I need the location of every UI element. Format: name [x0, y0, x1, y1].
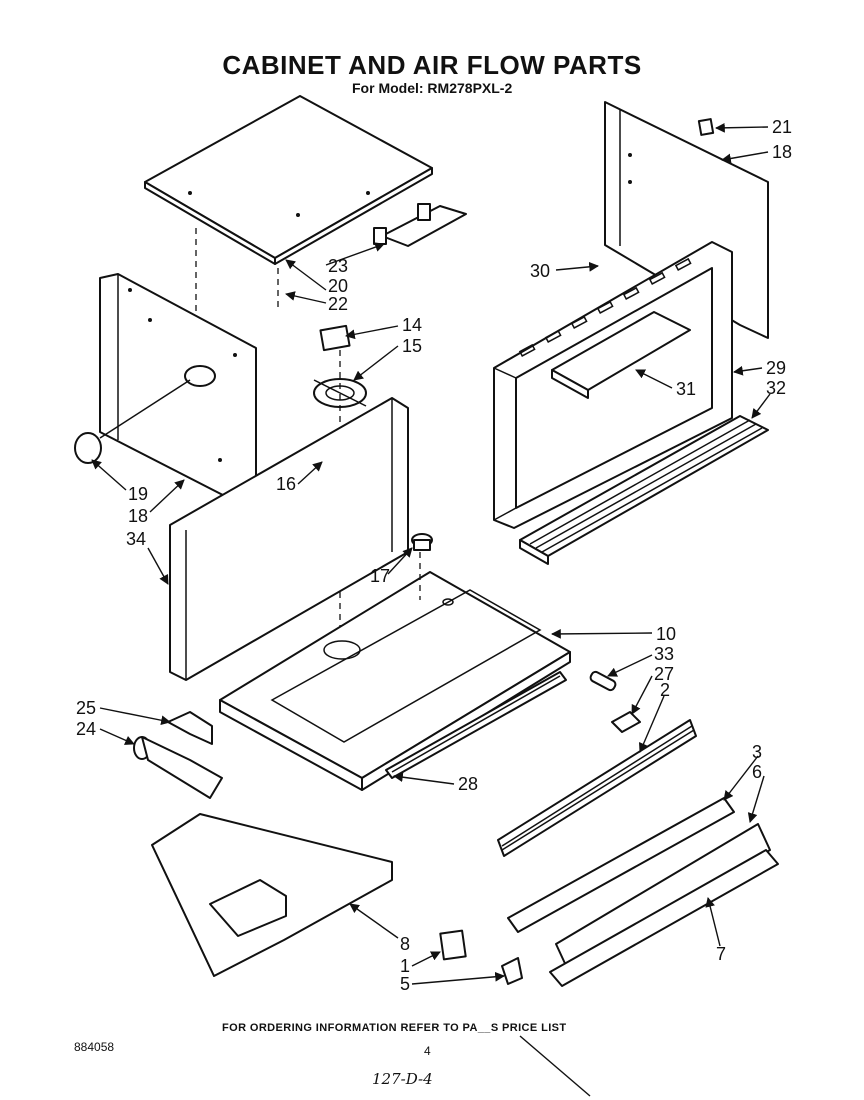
document-code: 884058 — [74, 1040, 115, 1054]
top-cover-panel — [144, 95, 433, 265]
callout-29: 29 — [766, 358, 786, 378]
clip-1 — [439, 929, 467, 961]
screen-2 — [497, 719, 697, 857]
callout-8: 8 — [400, 934, 410, 954]
callout-24: 24 — [76, 719, 96, 739]
callout-2: 2 — [660, 680, 670, 700]
callout-30: 30 — [530, 261, 550, 281]
grille-32 — [519, 415, 769, 565]
stop-5 — [501, 957, 523, 985]
back-panel-34 — [169, 397, 409, 681]
ordering-footer-note: FOR ORDERING INFORMATION REFER TO PA__S … — [222, 1022, 567, 1034]
filter-28 — [385, 671, 567, 779]
callout-31: 31 — [676, 379, 696, 399]
callout-10: 10 — [656, 624, 676, 644]
trim-strip-7 — [549, 849, 779, 987]
tube-33 — [589, 670, 617, 692]
callout-20: 20 — [328, 276, 348, 296]
callout-15: 15 — [402, 336, 422, 356]
page-number: 4 — [424, 1044, 431, 1058]
callout-7: 7 — [716, 944, 726, 964]
model-subtitle: For Model: RM278PXL-2 — [352, 80, 513, 96]
callout-6: 6 — [752, 762, 762, 782]
callout-19: 19 — [128, 484, 148, 504]
clip-21 — [697, 118, 715, 136]
duct-24 — [133, 736, 223, 799]
bottom-panel-8 — [151, 813, 393, 977]
callout-5: 5 — [400, 974, 410, 994]
callout-33: 33 — [654, 644, 674, 664]
latch-27 — [611, 711, 641, 733]
bushing-17 — [411, 533, 433, 551]
callout-32: 32 — [766, 378, 786, 398]
fan-motor-14 — [319, 324, 351, 352]
trim-strip-3 — [507, 797, 735, 933]
frame-vent-slots — [518, 257, 692, 357]
hole-cover-19 — [74, 432, 102, 464]
callout-3: 3 — [752, 742, 762, 762]
callout-34: 34 — [126, 529, 146, 549]
callout-16: 16 — [276, 474, 296, 494]
callout-1: 1 — [400, 956, 410, 976]
callout-18-lower: 18 — [128, 506, 148, 526]
callout-25: 25 — [76, 698, 96, 718]
callout-23: 23 — [328, 256, 348, 276]
handwritten-note: 127-D-4 — [372, 1070, 433, 1088]
deflector-31 — [551, 311, 691, 399]
callout-21: 21 — [772, 117, 792, 137]
stray-mark — [519, 1035, 591, 1097]
callout-17: 17 — [370, 566, 390, 586]
callout-22: 22 — [328, 294, 348, 314]
front-frame — [493, 241, 733, 529]
left-side-panel — [99, 273, 257, 513]
trim-strip-6 — [555, 823, 771, 971]
air-duct-bracket — [373, 203, 467, 247]
leader-lines — [91, 122, 771, 985]
callout-labels: 21 18 30 23 20 22 14 15 29 32 31 19 18 3… — [76, 117, 792, 994]
callout-18-upper: 18 — [772, 142, 792, 162]
callout-27: 27 — [654, 664, 674, 684]
diagram-title: CABINET AND AIR FLOW PARTS — [222, 50, 642, 80]
bracket-25 — [167, 711, 213, 745]
callout-28: 28 — [458, 774, 478, 794]
callout-14: 14 — [402, 315, 422, 335]
